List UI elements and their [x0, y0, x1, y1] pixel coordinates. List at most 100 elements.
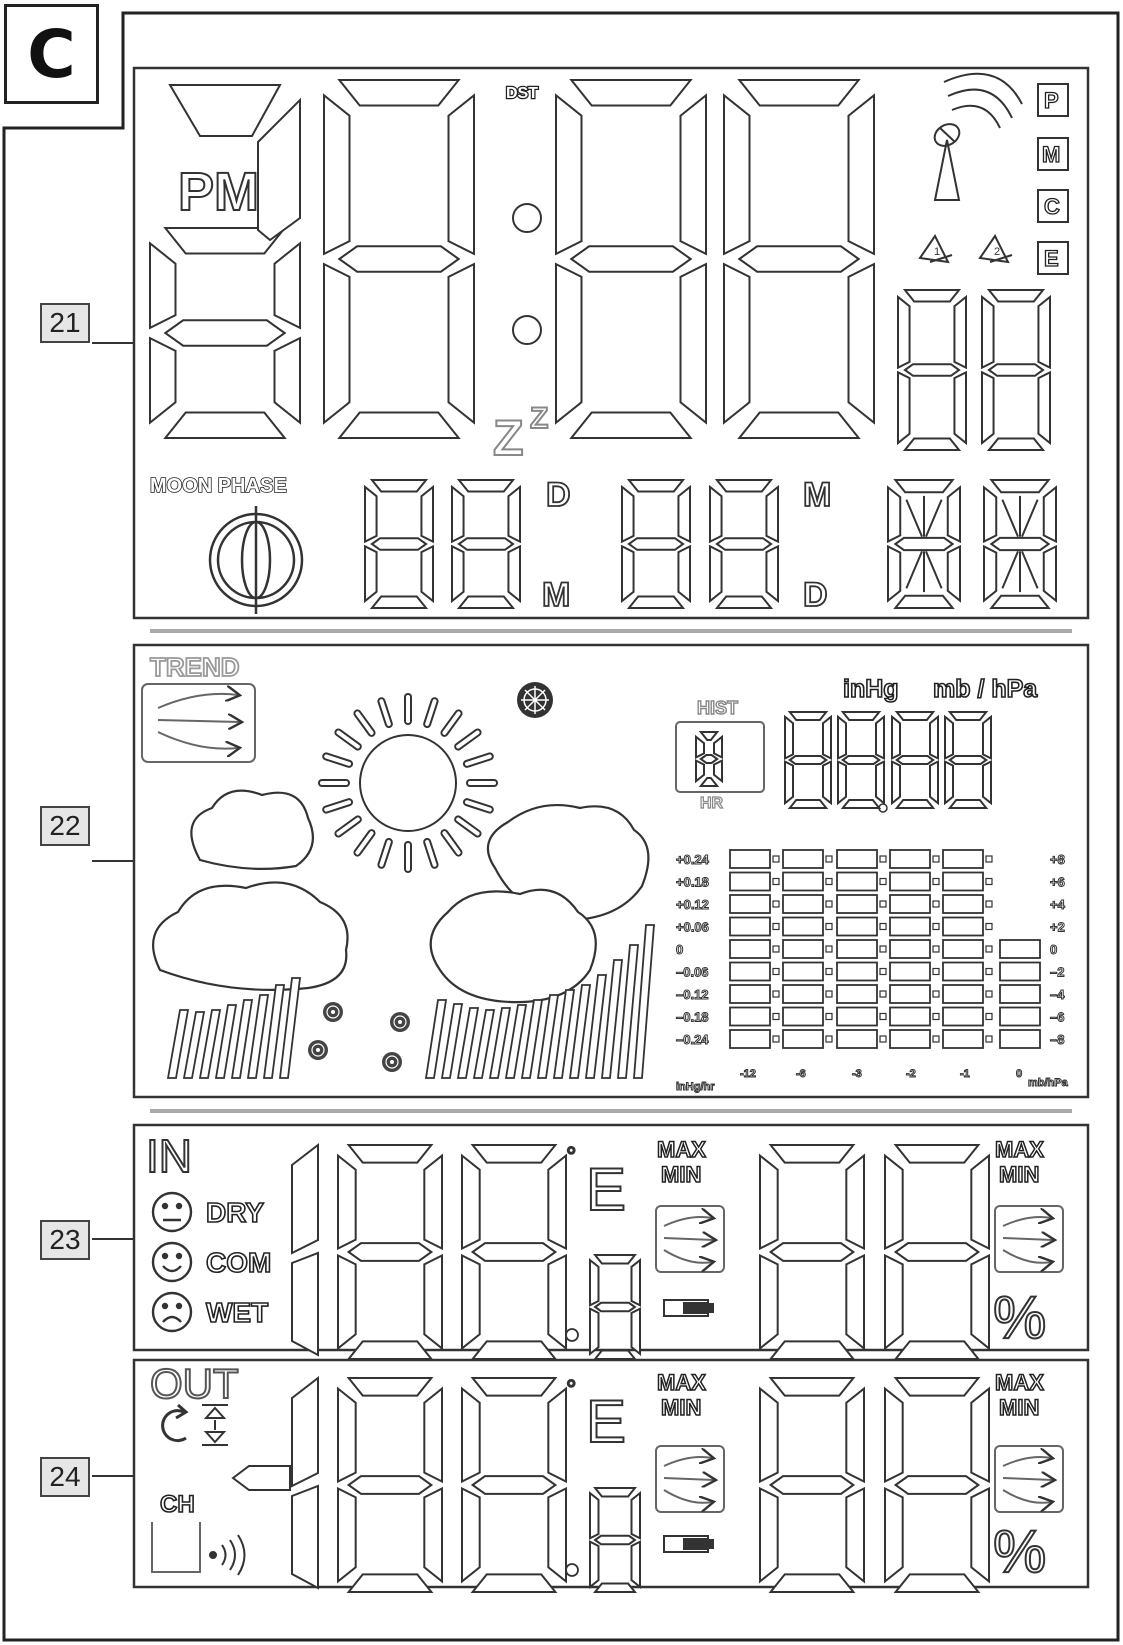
- seconds-tens-digit: [897, 289, 967, 451]
- radio-tower-icon: [933, 72, 1023, 201]
- bar-graph-cell: [942, 1029, 984, 1049]
- date2-digit-2: [709, 479, 779, 609]
- bar-graph-cell: [729, 1006, 771, 1027]
- date1-bottom-letter: M: [542, 576, 570, 614]
- in-decimal-point: [565, 1328, 579, 1342]
- bar-graph-cell: [889, 1006, 931, 1027]
- bar-graph-cell: [782, 849, 824, 869]
- rain-bar: [198, 1009, 222, 1079]
- pressure-digit-2: [837, 711, 885, 809]
- bar-graph-cell: [782, 1029, 824, 1049]
- leading-one-upper: [291, 1375, 319, 1488]
- hum-digit-1: [759, 1144, 865, 1360]
- unit-inhg: inHg: [843, 675, 899, 703]
- bar-graph-cell: [782, 984, 824, 1004]
- x-axis-label: 0: [1016, 1068, 1022, 1080]
- out-temp-max: MAX: [657, 1370, 706, 1395]
- right-scale-label: –6: [1050, 1010, 1064, 1025]
- rain-bar: [520, 999, 544, 1079]
- bar-graph-cell: [942, 916, 984, 937]
- bar-graph-cell: [782, 916, 824, 937]
- hist-label: HIST: [697, 698, 738, 718]
- out-hum-min: MIN: [999, 1395, 1039, 1420]
- minute-tens-digit: [555, 79, 707, 439]
- bar-graph-cell: [836, 916, 878, 937]
- left-scale-label: +0.12: [676, 897, 709, 912]
- right-scale-label: –8: [1050, 1032, 1064, 1047]
- hum-digit-2: [884, 1377, 990, 1593]
- bar-graph-cell: [729, 871, 771, 892]
- pressure-bar-graph: [729, 849, 1041, 1049]
- bar-graph-cell: [889, 916, 931, 937]
- x-unit-right: mb/hPa: [1028, 1077, 1069, 1089]
- rain-bar: [440, 1003, 464, 1079]
- moon-phase-label: MOON PHASE: [150, 475, 287, 497]
- rain-bar: [472, 1009, 496, 1079]
- bar-graph-cell: [729, 984, 771, 1004]
- alpha-segment-digit: [983, 479, 1057, 609]
- in-temp-trend-icon: [655, 1205, 725, 1273]
- snowflake-icon: [517, 682, 553, 718]
- hour-tens-top-segment: [168, 84, 282, 137]
- left-scale-label: –0.12: [676, 987, 709, 1002]
- leading-one-upper: [291, 1142, 319, 1255]
- left-scale-label: +0.24: [676, 852, 710, 867]
- mode-letter-m: M: [1042, 142, 1060, 167]
- date1-digit-2: [451, 479, 521, 609]
- rain-icon: [166, 924, 655, 1079]
- comfort-com: COM: [206, 1247, 271, 1278]
- bar-graph-cell: [836, 984, 878, 1004]
- rain-bar: [214, 1004, 238, 1079]
- in-degree-symbol: °: [566, 1141, 576, 1171]
- sun-icon: [318, 693, 498, 873]
- left-scale-label: +0.06: [676, 920, 709, 935]
- x-axis-label: -2: [906, 1068, 916, 1080]
- seconds-units-digit: [981, 289, 1051, 451]
- out-degree-symbol: °: [566, 1374, 576, 1404]
- bar-graph-cell: [782, 894, 824, 914]
- bar-graph-cell: [942, 894, 984, 914]
- right-scale-label: +2: [1050, 920, 1065, 935]
- pressure-decimal-point: [878, 803, 888, 813]
- hr-label: HR: [700, 795, 724, 812]
- callout-22: 22: [40, 806, 90, 846]
- hour-tens-lower-digit: [149, 227, 301, 439]
- bar-graph-cell: [999, 1006, 1041, 1027]
- x-unit-left: inHg/hr: [676, 1081, 715, 1093]
- hist-digit: [695, 731, 723, 787]
- in-temp-max: MAX: [657, 1137, 706, 1162]
- rain-bar: [230, 999, 254, 1079]
- signal-wave-icon: [209, 1534, 246, 1576]
- bar-graph-cell: [999, 1029, 1041, 1049]
- x-axis-label: -3: [852, 1068, 862, 1080]
- alpha-segment-digit: [887, 479, 961, 609]
- sleep-z-small: Z: [530, 402, 548, 435]
- bar-graph-cell: [942, 871, 984, 892]
- bar-graph-cell: [729, 916, 771, 937]
- in-hum-max: MAX: [995, 1137, 1044, 1162]
- x-axis-label: -1: [960, 1068, 970, 1080]
- bar-graph-cell: [836, 939, 878, 959]
- bar-graph-cell: [889, 961, 931, 982]
- mode-letters: P M C E: [1037, 83, 1069, 275]
- bar-graph-cell: [729, 939, 771, 959]
- out-percent: %: [993, 1518, 1046, 1585]
- sleep-z-large: Z: [493, 410, 524, 466]
- outdoor-digit-group: [291, 1375, 990, 1593]
- svg-text:1: 1: [934, 246, 940, 258]
- hum-digit-2: [884, 1144, 990, 1360]
- x-axis-label: -6: [796, 1068, 806, 1080]
- bar-graph-cell: [836, 1029, 878, 1049]
- hist-box: [675, 721, 765, 793]
- indoor-digit-group: [291, 1142, 990, 1360]
- rain-bar: [246, 994, 270, 1079]
- bar-graph-cell: [836, 961, 878, 982]
- out-battery-icon: [663, 1535, 714, 1553]
- bar-graph-cell: [889, 939, 931, 959]
- right-scale-label: 0: [1050, 942, 1057, 957]
- date2-top-letter: M: [803, 476, 831, 514]
- in-unit-letter: E: [586, 1156, 626, 1223]
- in-label: IN: [146, 1130, 192, 1182]
- hour-units-digit: [323, 79, 475, 439]
